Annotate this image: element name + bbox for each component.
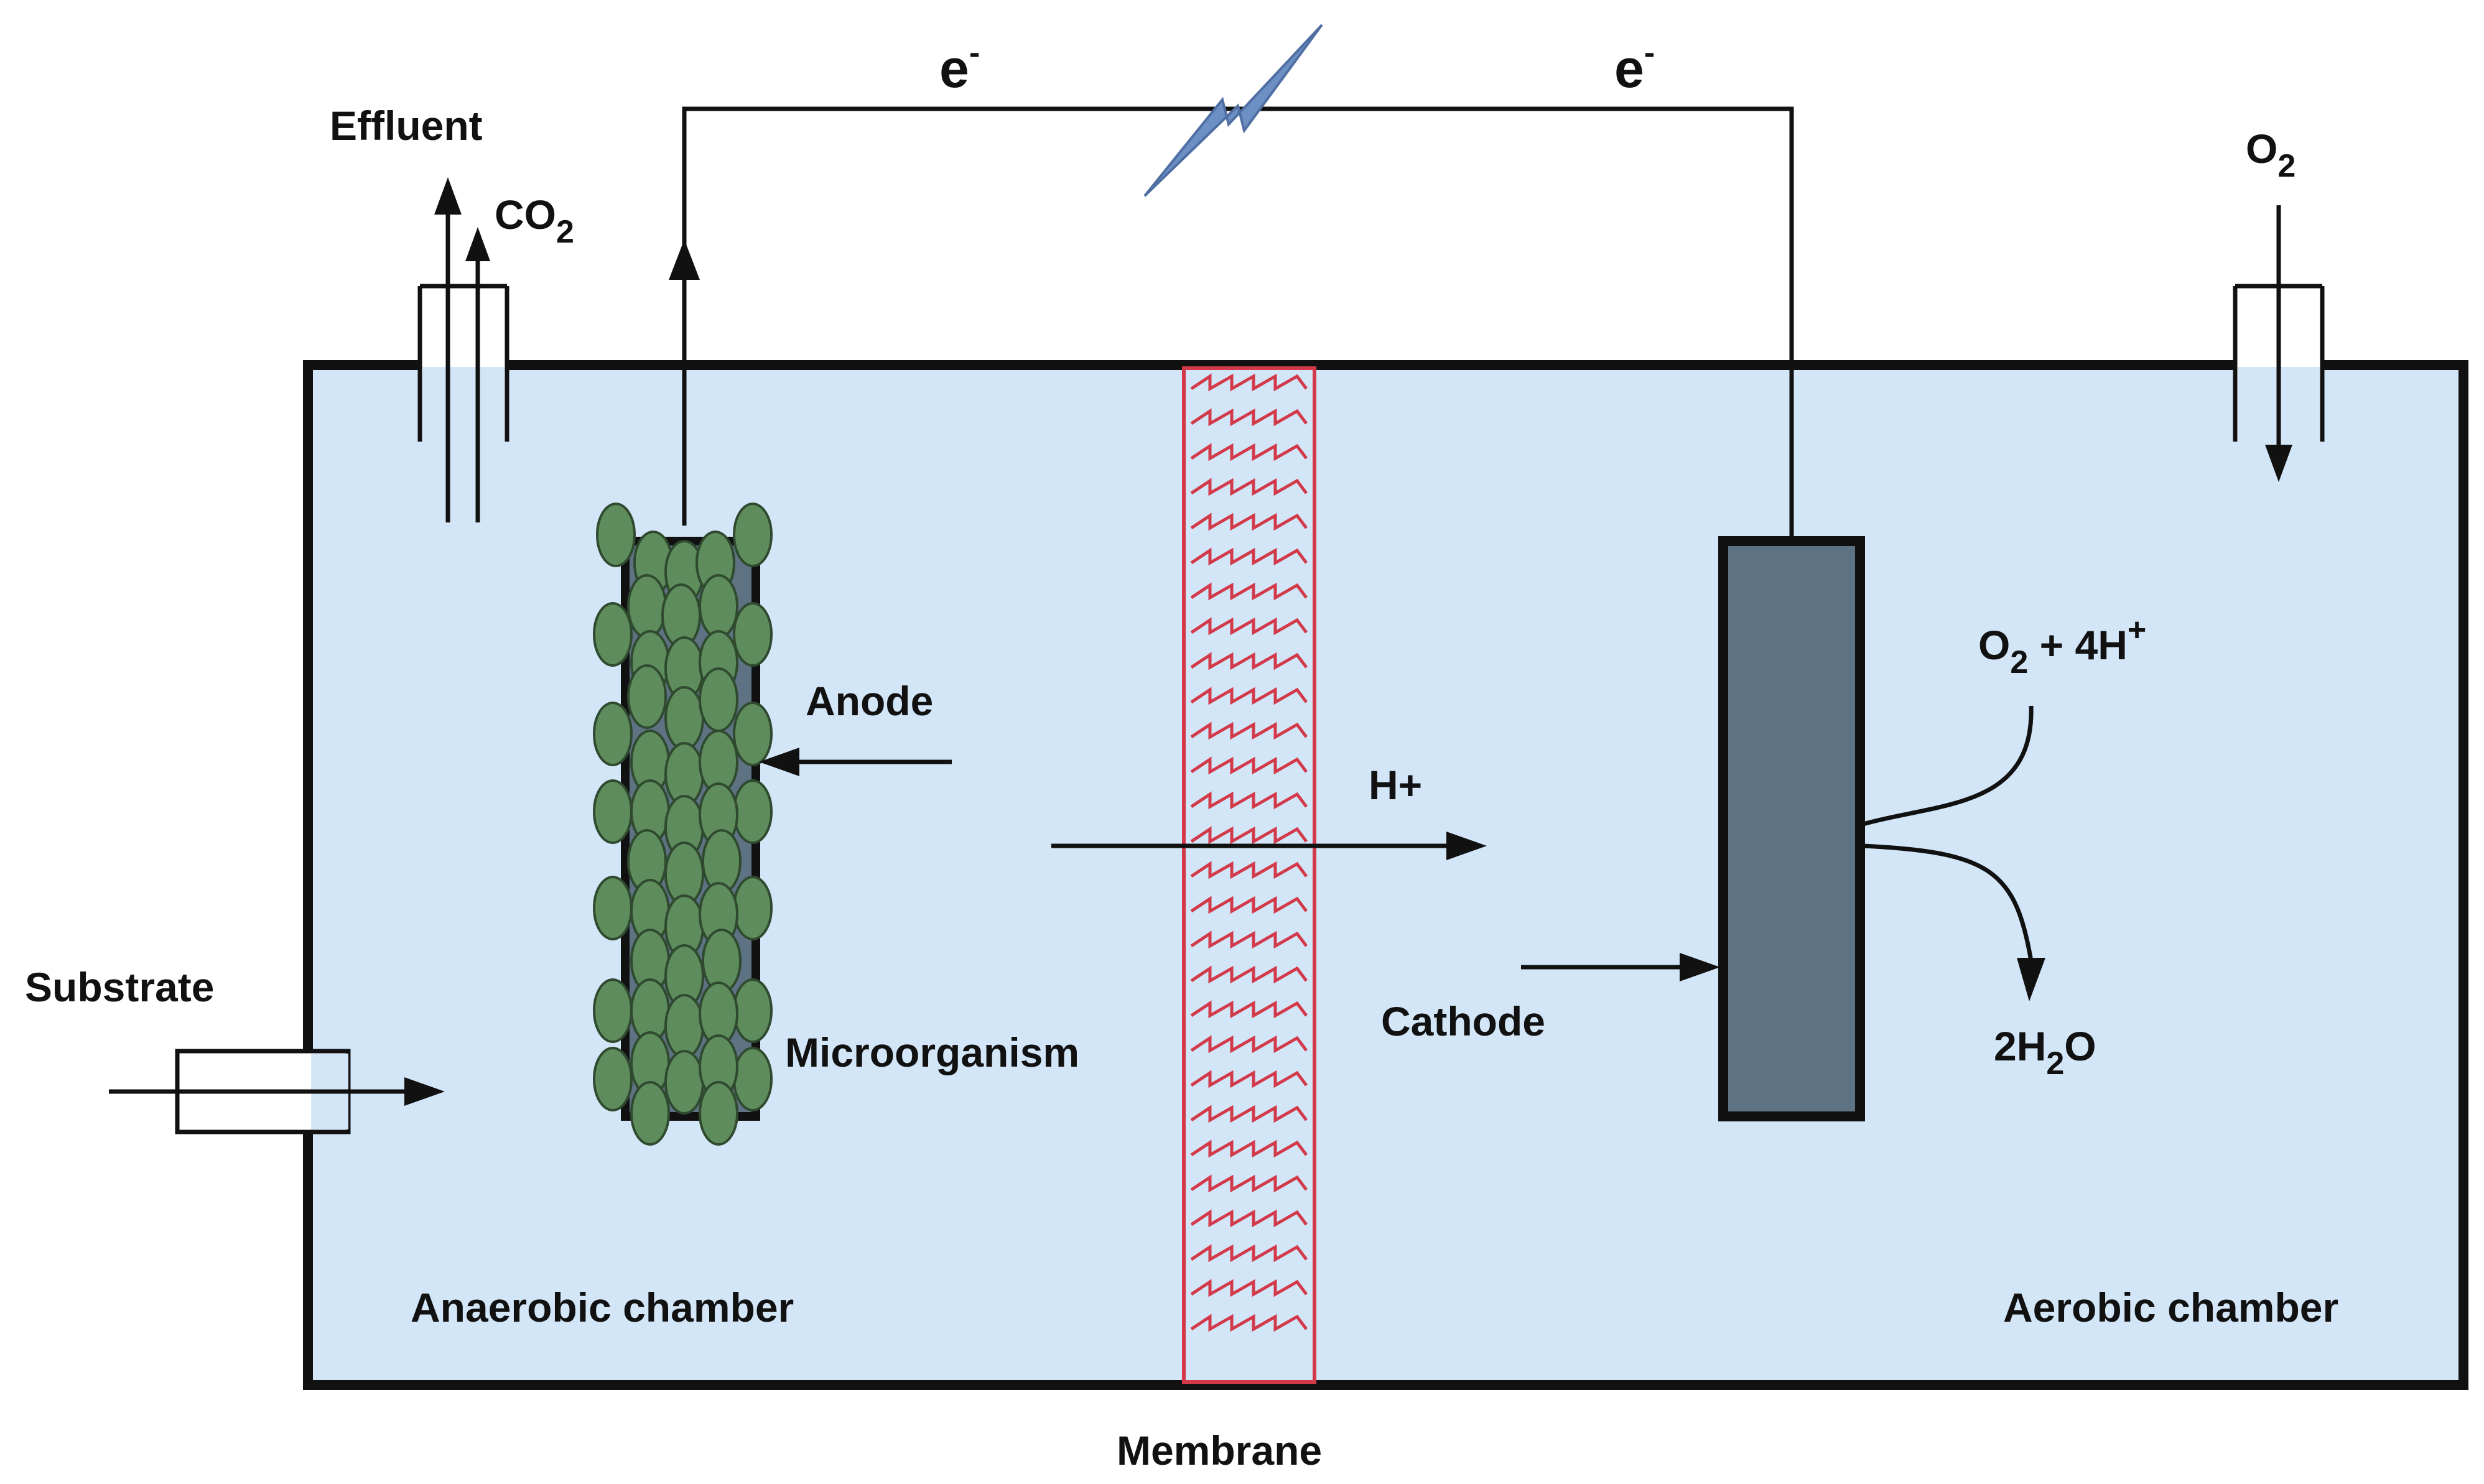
microorganism-cell-icon [733,876,773,940]
microorganism-cell-icon [627,574,667,639]
membrane-zigzag [1190,373,1308,1332]
electron-label-left: e- [939,35,980,99]
microorganism-cell-icon [733,779,773,844]
oxygen-inlet-port [2233,284,2325,442]
cathode-electrode [1718,536,1865,1121]
anode-label: Anode [806,678,933,724]
effluent-label: Effluent [330,103,483,149]
microorganism-cell-icon [664,1050,704,1115]
lightning-bolt-icon [1143,24,1323,197]
co2-label: CO2 [495,192,574,250]
electron-label-right: e- [1614,35,1655,99]
microorganism-cell-icon [733,1047,773,1111]
microorganism-label: Microorganism [785,1029,1079,1075]
cathode-pointer-arrow [1521,953,1720,981]
anaerobic-chamber-label: Anaerobic chamber [411,1284,794,1330]
microorganism-cell-icon [593,602,633,667]
microorganism-cell-icon [733,702,773,766]
microorganism-cell-icon [593,978,633,1043]
microorganism-cell-icon [630,1081,670,1146]
microorganism-cell-icon [593,876,633,940]
electron-flow-arrowhead [669,239,700,280]
effluent-arrow [434,177,462,522]
microorganism-cell-icon [733,978,773,1043]
cathode-reaction-curves [1863,705,2045,1001]
microorganism-cell-icon [664,994,704,1059]
microorganism-biofilm [593,503,773,1146]
microorganism-cell-icon [593,779,633,844]
microorganism-cell-icon [627,664,667,729]
cathode-reactant-label: O2 + 4H+ [1978,612,2146,680]
membrane-label: Membrane [1117,1427,1322,1473]
cathode-product-label: 2H2O [1994,1023,2096,1082]
microorganism-cell-icon [699,574,738,639]
microorganism-cell-icon [596,503,636,567]
co2-arrow [465,227,490,522]
microorganism-cell-icon [733,602,773,667]
substrate-arrow [109,1077,445,1106]
microorganism-cell-icon [593,702,633,766]
microorganism-cell-icon [699,667,738,732]
anode-pointer-arrow [759,748,952,776]
microorganism-cell-icon [664,686,704,751]
membrane [1182,366,1316,1384]
proton-label: H+ [1369,762,1422,808]
microorganism-cell-icon [699,1081,738,1146]
substrate-label: Substrate [25,964,214,1010]
o2-inlet-label: O2 [2246,126,2296,184]
aerobic-chamber-label: Aerobic chamber [2003,1284,2338,1330]
effluent-outlet-port [417,284,509,442]
cathode-label: Cathode [1381,998,1545,1044]
proton-migration-arrow [1051,832,1487,860]
microorganism-cell-icon [593,1047,633,1111]
oxygen-inlet-arrow [2265,205,2292,482]
microorganism-cell-icon [733,503,773,567]
